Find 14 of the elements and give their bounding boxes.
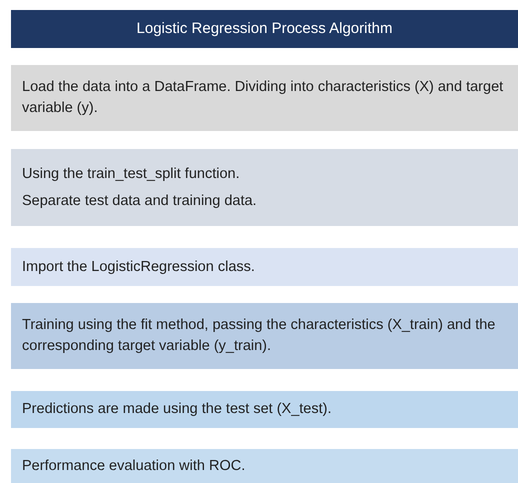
step-text: Predictions are made using the test set (X_test).	[22, 400, 332, 419]
step-box	[11, 65, 518, 131]
step-box	[11, 449, 518, 483]
step-box	[11, 248, 518, 286]
step-text: Performance evaluation with ROC.	[22, 456, 246, 476]
step-box	[11, 303, 518, 369]
title-banner: Logistic Regression Process Algorithm	[11, 10, 518, 48]
step-text: Load the data into a DataFrame. Dividing into characteristics (X) and target variable (y).	[22, 78, 504, 118]
step-text: Separate test data and training data.	[22, 192, 258, 210]
step-box	[11, 149, 518, 226]
step-text: Using the train_test_split function.	[22, 164, 241, 184]
step-box	[11, 391, 518, 428]
step-text: Import the LogisticRegression class.	[22, 258, 256, 276]
step-text: Training using the fit method, passing the characteristics (X_train) and the corresponding target variable (y_train).	[22, 316, 496, 356]
